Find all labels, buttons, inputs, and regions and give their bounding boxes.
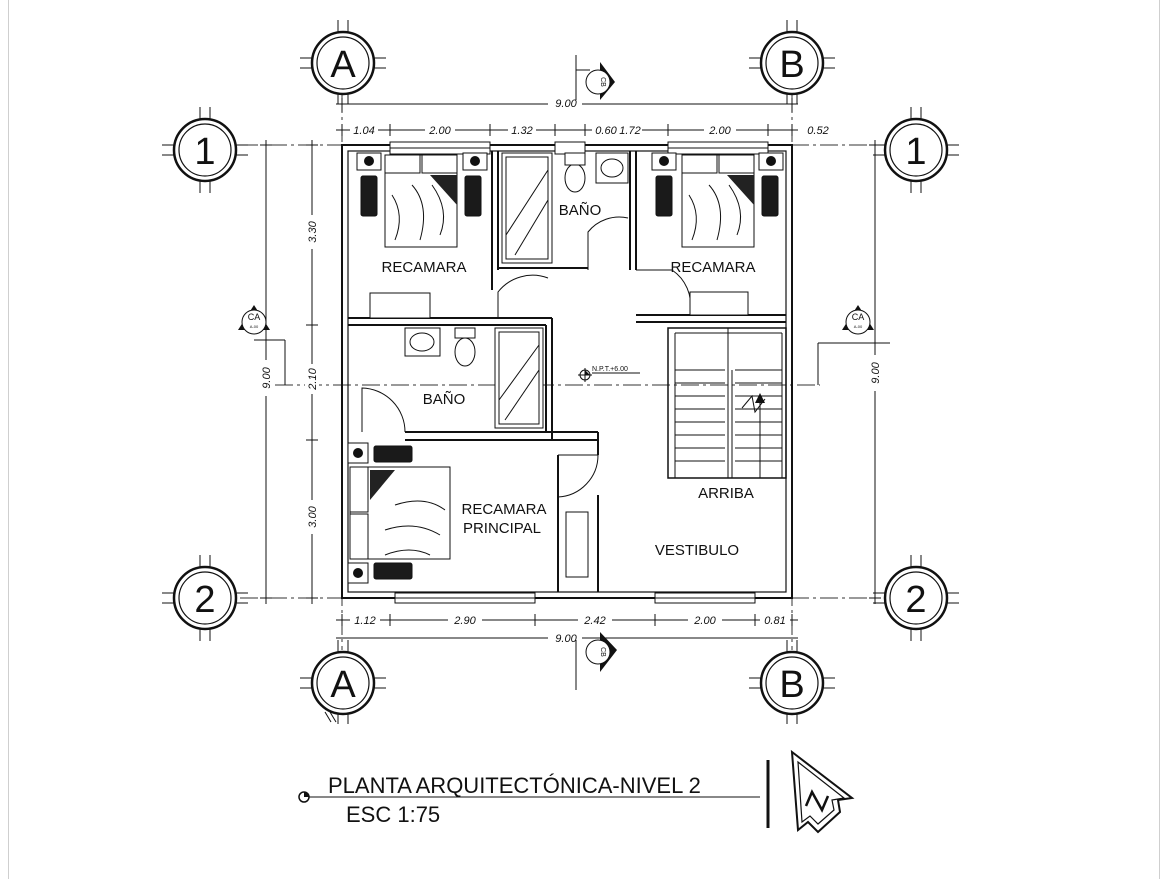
axis-bubble-1-left: 1 — [162, 107, 248, 193]
bath-mid-fixtures — [404, 327, 544, 429]
dim-left-total: 9.00 — [261, 366, 273, 388]
dimension-top: 9.00 1.04 2.00 1.32 0.60 1.72 2.00 0.52 — [336, 96, 833, 137]
dim-top-seg-3: 1.32 — [511, 125, 532, 137]
north-arrow-icon — [790, 749, 855, 834]
axis-bubble-b-bottom: B — [749, 640, 835, 724]
axis-bubble-a-bottom: A — [300, 640, 386, 724]
title-block: PLANTA ARQUITECTÓNICA-NIVEL 2 ESC 1:75 — [298, 760, 770, 828]
room-label-bath-top: BAÑO — [559, 202, 602, 219]
room-label-bedroom-left: RECAMARA — [381, 259, 466, 276]
dim-bottom-seg-1: 1.12 — [354, 615, 375, 627]
dim-bottom-total: 9.00 — [555, 633, 577, 645]
walls — [341, 144, 793, 599]
room-label-master-line2: PRINCIPAL — [463, 520, 541, 537]
axis-label-2-right: 2 — [905, 579, 926, 621]
dimension-right: 9.00 — [867, 140, 883, 604]
axis-bubble-2-left: 2 — [162, 555, 248, 641]
axis-label-a-top: A — [330, 44, 356, 86]
axis-bubble-a-top: A — [300, 20, 386, 104]
room-label-bath-mid: BAÑO — [423, 391, 466, 408]
drawing-scale: ESC 1:75 — [346, 802, 440, 827]
dim-top-seg-6: 2.00 — [708, 125, 731, 137]
dim-top-seg-5: 1.72 — [619, 125, 640, 137]
corner-ticks — [324, 711, 337, 723]
room-label-stairs: ARRIBA — [698, 485, 754, 502]
dim-bottom-seg-4: 2.00 — [693, 615, 716, 627]
dim-bottom-seg-5: 0.81 — [764, 615, 785, 627]
room-label-bedroom-right: RECAMARA — [670, 259, 755, 276]
section-ca-left-sheet: A-00 — [250, 324, 259, 329]
axis-label-b-top: B — [779, 44, 804, 86]
dim-right-total: 9.00 — [870, 361, 882, 383]
axis-bubble-b-top: B — [749, 20, 835, 104]
dim-top-seg-4: 0.60 — [595, 125, 617, 137]
section-mark-cb-top: CB — [575, 55, 615, 100]
dim-top-total: 9.00 — [555, 98, 577, 110]
dim-top-seg-2: 2.00 — [428, 125, 451, 137]
dim-left-seg-2: 2.10 — [307, 367, 319, 390]
dimension-bottom: 1.12 2.90 2.42 2.00 0.81 9.00 — [336, 613, 798, 645]
stairs — [674, 328, 783, 478]
section-cb-bottom-label: CB — [599, 647, 606, 657]
section-cb-top-label: CB — [599, 77, 606, 87]
level-mark: N.P.T.+6.00 — [578, 366, 640, 382]
bath-top-fixtures — [501, 152, 629, 264]
grid-lines — [240, 95, 880, 650]
bed-master — [347, 442, 589, 584]
axis-bubble-1-right: 1 — [873, 107, 959, 193]
axis-label-2-left: 2 — [194, 579, 215, 621]
axis-label-1-left: 1 — [194, 131, 215, 173]
section-ca-right-label: CA — [852, 312, 865, 322]
bed-left — [356, 152, 488, 319]
axis-label-b-bottom: B — [779, 664, 804, 706]
section-ca-right-sheet: A-00 — [854, 324, 863, 329]
axis-label-1-right: 1 — [905, 131, 926, 173]
dim-bottom-seg-3: 2.42 — [583, 615, 605, 627]
section-ca-left-label: CA — [248, 312, 261, 322]
dim-top-seg-1: 1.04 — [353, 125, 374, 137]
axis-bubble-2-right: 2 — [873, 555, 959, 641]
dim-bottom-seg-2: 2.90 — [453, 615, 476, 627]
dimension-left: 9.00 3.30 2.10 3.00 — [258, 140, 319, 604]
axis-label-a-bottom: A — [330, 664, 356, 706]
level-mark-text: N.P.T.+6.00 — [592, 366, 628, 373]
bed-right — [651, 152, 784, 316]
windows — [389, 141, 769, 604]
drawing-title: PLANTA ARQUITECTÓNICA-NIVEL 2 — [328, 773, 701, 798]
room-label-vestibule: VESTIBULO — [655, 542, 739, 559]
dim-left-seg-1: 3.30 — [307, 220, 319, 242]
section-mark-cb-bottom: CB — [575, 632, 617, 690]
section-mark-ca-left: CA A-00 — [238, 305, 286, 385]
room-label-master-line1: RECAMARA — [461, 501, 546, 518]
dim-left-seg-3: 3.00 — [307, 505, 319, 527]
section-mark-ca-right: CA A-00 — [817, 305, 890, 385]
dim-top-seg-7: 0.52 — [807, 125, 828, 137]
